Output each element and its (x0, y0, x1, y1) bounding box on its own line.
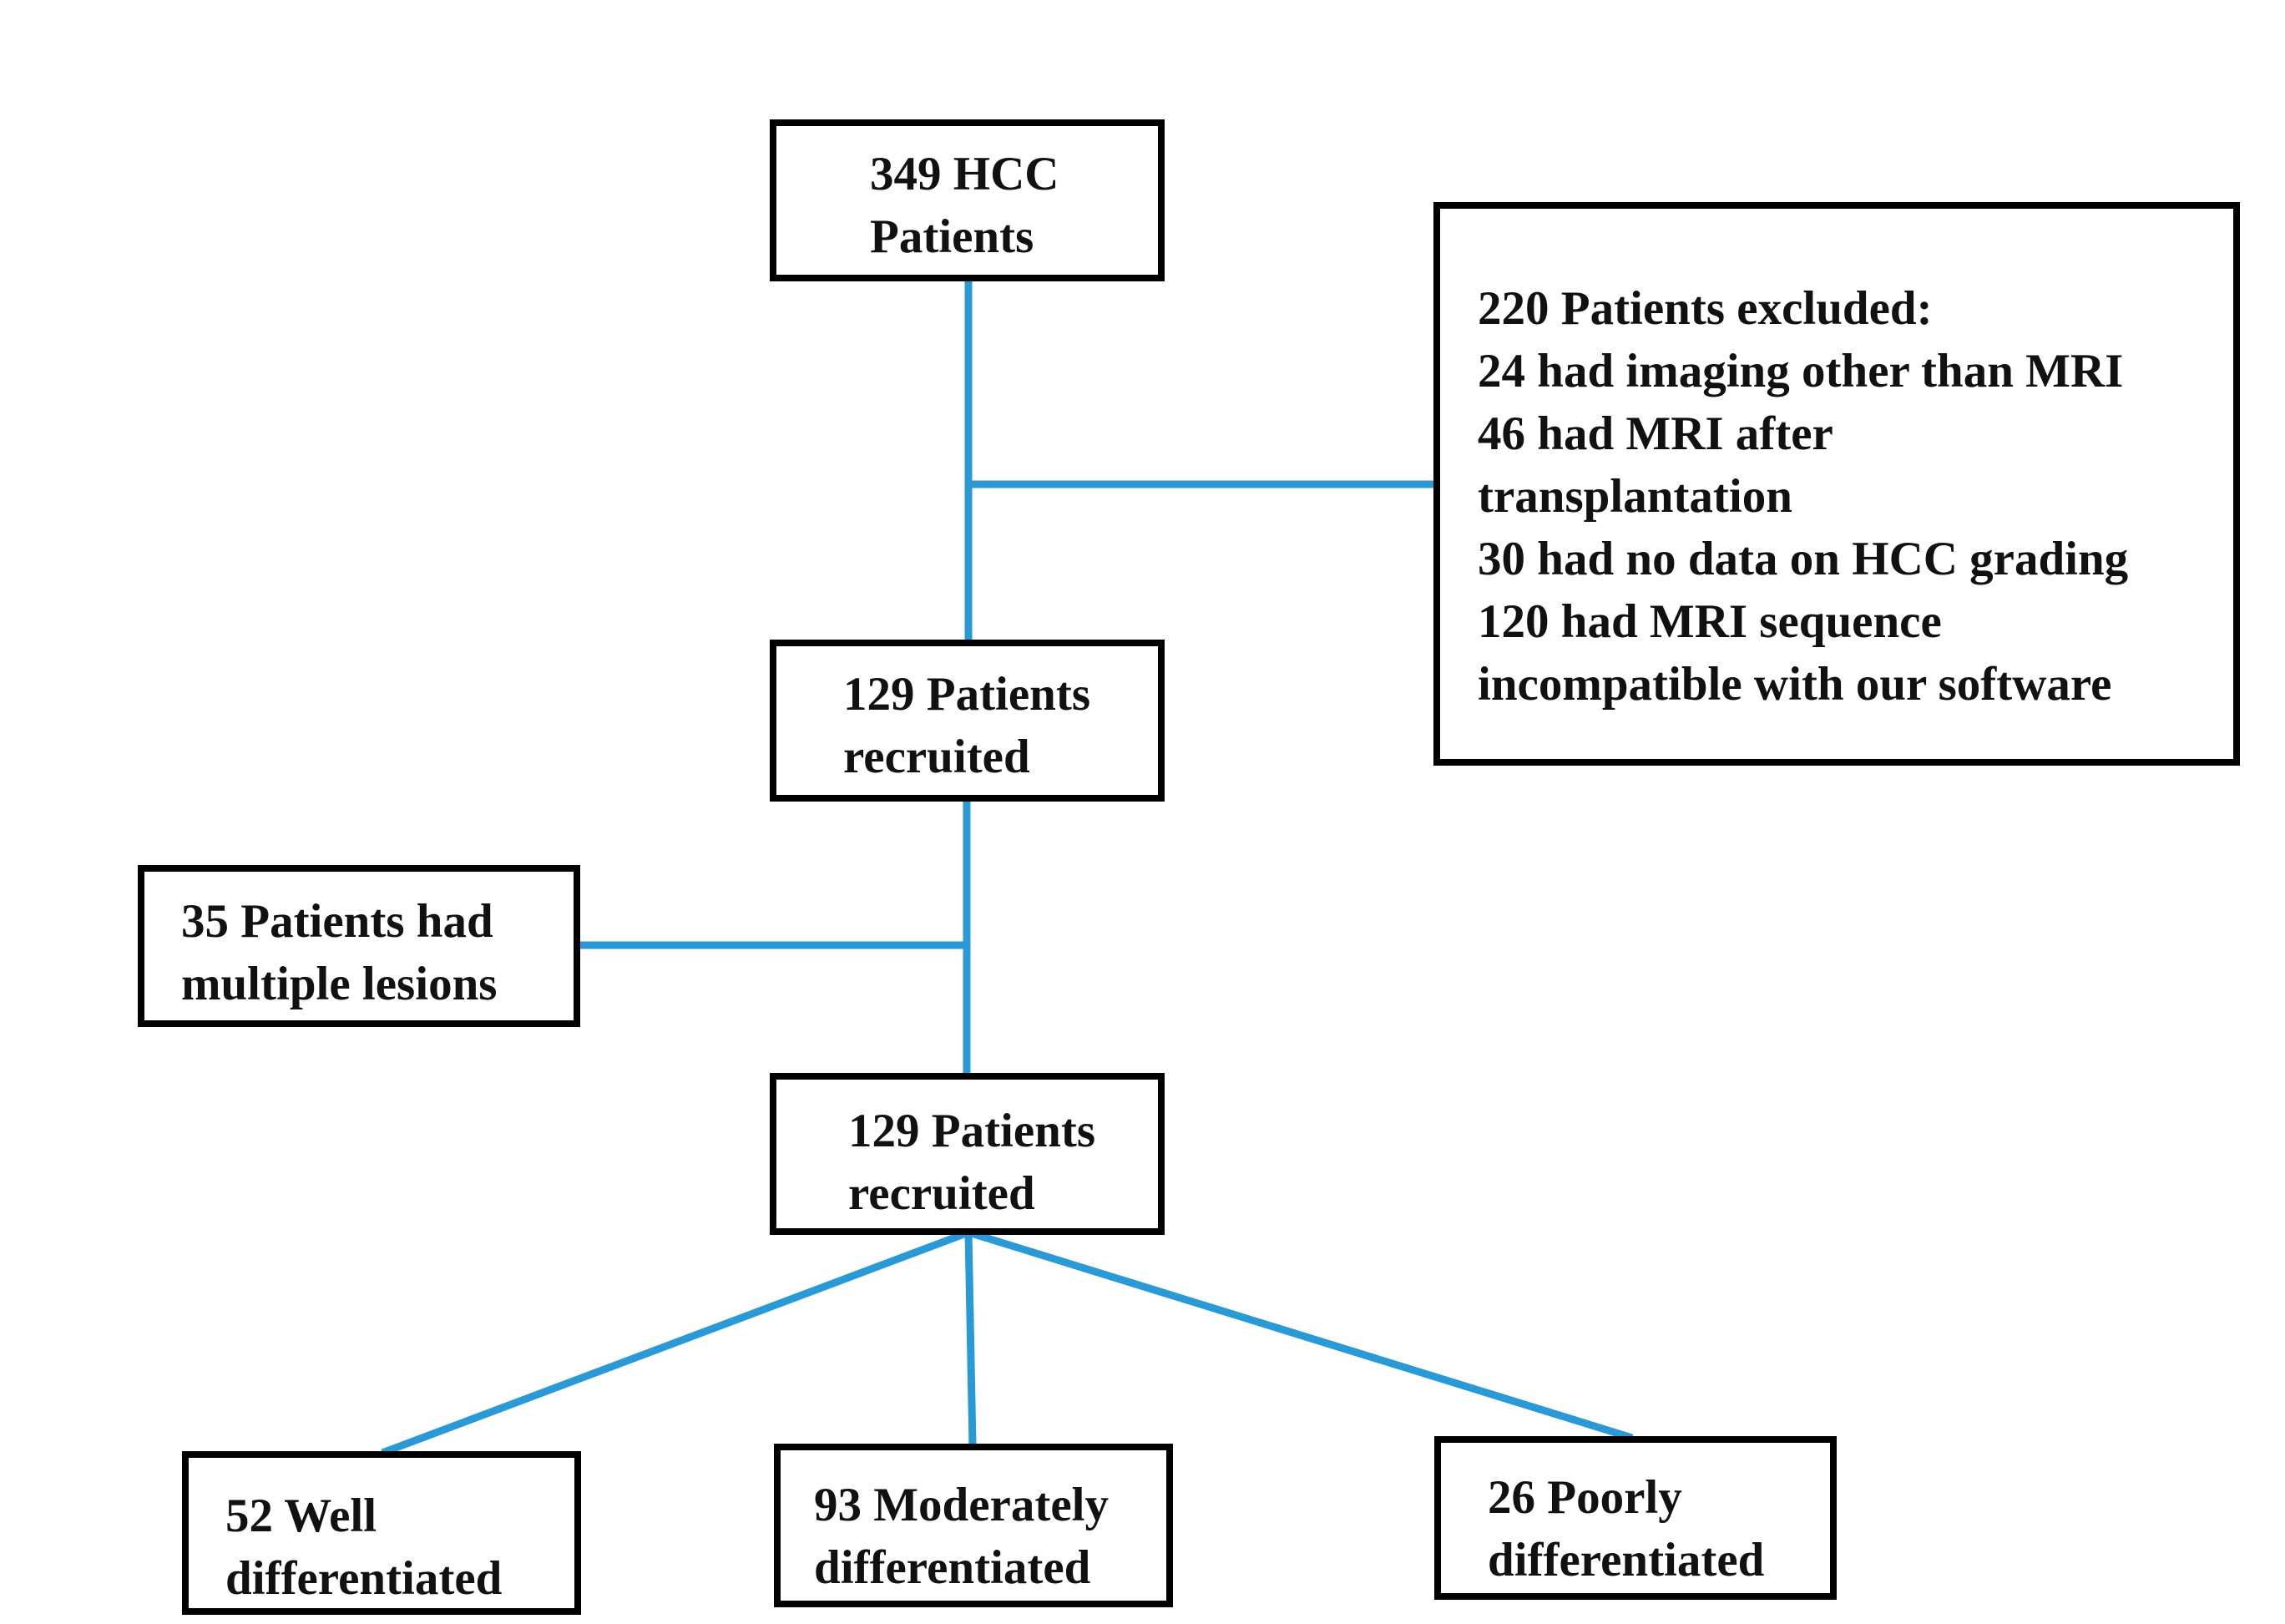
excluded-line-7: incompatible with our software (1478, 658, 2112, 711)
poor-line-2: differentiated (1488, 1534, 1765, 1586)
recruited-box-2: 129 Patients recruited (770, 1073, 1165, 1235)
recruited-1-line-1: 129 Patients (843, 668, 1091, 721)
excluded-line-2: 24 had imaging other than MRI (1478, 345, 2124, 397)
excluded-patients-box: 220 Patients excluded: 24 had imaging ot… (1433, 202, 2240, 766)
well-differentiated-box: 52 Well differentiated (182, 1451, 581, 1615)
recruited-box-1: 129 Patients recruited (770, 640, 1165, 802)
total-line-1: 349 HCC (870, 148, 1059, 200)
excluded-line-3: 46 had MRI after (1478, 407, 1833, 460)
excluded-line-5: 30 had no data on HCC grading (1478, 533, 2129, 585)
connector-to-poor (967, 1228, 1634, 1442)
multiple-lesions-box: 35 Patients had multiple lesions (138, 865, 580, 1027)
multiple-line-2: multiple lesions (181, 958, 498, 1010)
connector-to-well (381, 1228, 970, 1457)
excluded-line-6: 120 had MRI sequence (1478, 595, 1942, 648)
connector-to-moderate (964, 1232, 977, 1447)
moderate-line-2: differentiated (814, 1541, 1091, 1594)
well-line-1: 52 Well (225, 1490, 377, 1542)
moderate-line-1: 93 Moderately (814, 1479, 1109, 1531)
excluded-line-4: transplantation (1478, 470, 1792, 523)
well-line-2: differentiated (225, 1552, 503, 1605)
excluded-line-1: 220 Patients excluded: (1478, 282, 1933, 335)
multiple-line-1: 35 Patients had (181, 895, 493, 948)
moderately-differentiated-box: 93 Moderately differentiated (774, 1444, 1173, 1607)
total-patients-box: 349 HCC Patients (770, 119, 1165, 281)
recruited-1-line-2: recruited (843, 731, 1030, 783)
poor-line-1: 26 Poorly (1488, 1471, 1682, 1524)
poorly-differentiated-box: 26 Poorly differentiated (1434, 1436, 1837, 1600)
recruited-2-line-1: 129 Patients (848, 1105, 1096, 1157)
total-line-2: Patients (870, 210, 1034, 263)
recruited-2-line-2: recruited (848, 1167, 1035, 1220)
